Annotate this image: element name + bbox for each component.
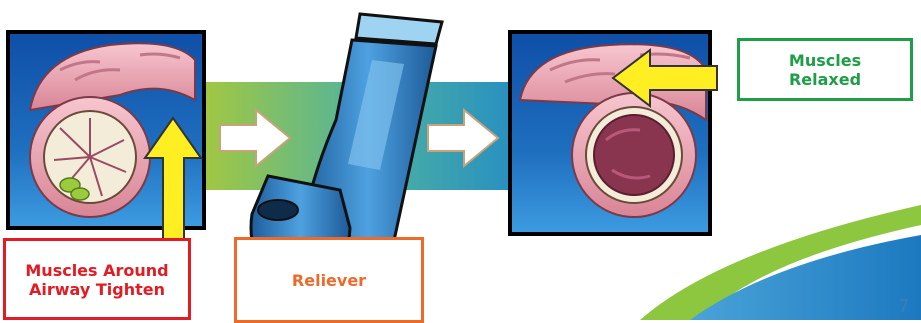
muscles-relaxed-label: Muscles Relaxed <box>737 38 913 101</box>
reliever-label: Reliever <box>234 237 424 323</box>
relaxed-airway-panel <box>508 30 717 236</box>
reliever-label-text: Reliever <box>292 271 366 290</box>
tightened-airway-panel <box>6 30 206 245</box>
relaxed-label-line1: Muscles <box>789 51 861 70</box>
muscles-tighten-label: Muscles Around Airway Tighten <box>3 238 191 320</box>
relaxed-label-line2: Relaxed <box>789 70 861 89</box>
tighten-label-line2: Airway Tighten <box>25 280 168 299</box>
tighten-label-line1: Muscles Around <box>25 261 168 280</box>
page-number: 7 <box>898 296 909 317</box>
